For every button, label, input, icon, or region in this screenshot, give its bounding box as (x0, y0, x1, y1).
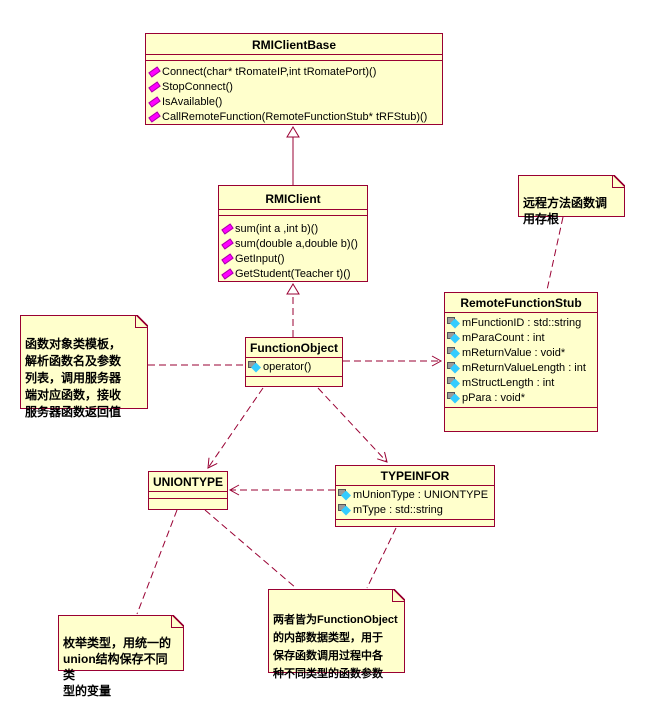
attribute-icon (447, 391, 460, 404)
method-label: sum(double a,double b)() (235, 237, 358, 250)
attributes-compartment (146, 55, 442, 61)
note-text: 枚举类型，用统一的 union结构保存不同类 型的变量 (63, 636, 172, 698)
method-row: GetInput() (221, 251, 366, 266)
attribute-label: mParaCount : int (462, 331, 545, 344)
method-row: CallRemoteFunction(RemoteFunctionStub* t… (148, 109, 441, 124)
operation-icon (221, 223, 233, 234)
class-functionobject[interactable]: FunctionObject operator() (245, 337, 343, 387)
attribute-icon (248, 360, 261, 373)
attribute-icon (447, 331, 460, 344)
operation-icon (221, 253, 233, 264)
attribute-icon (338, 503, 351, 516)
anchor-uniontype-to-datatypes-note (204, 509, 297, 589)
operations-compartment-empty (336, 519, 494, 526)
method-label: Connect(char* tRomateIP,int tRomatePort)… (162, 65, 377, 78)
method-row: operator() (248, 359, 341, 374)
note-fold-corner (392, 589, 405, 602)
class-title: TYPEINFOR (336, 466, 494, 486)
note-text: 远程方法函数调 用存根 (523, 196, 608, 226)
class-rmiclient[interactable]: RMIClient sum(int a ,int b)() sum(double… (218, 185, 368, 282)
attribute-label: mReturnValueLength : int (462, 361, 586, 374)
attribute-label: mFunctionID : std::string (462, 316, 582, 329)
operations-compartment-empty (149, 499, 227, 509)
dependency-functionobject-to-uniontype (207, 387, 264, 469)
class-typeinfor[interactable]: TYPEINFOR mUnionType : UNIONTYPE mType :… (335, 465, 495, 527)
attribute-icon (447, 316, 460, 329)
class-title: FunctionObject (246, 338, 342, 358)
attribute-row: mUnionType : UNIONTYPE (338, 487, 493, 502)
method-label: GetInput() (235, 252, 285, 265)
note-fold-corner (135, 315, 148, 328)
operations-compartment: operator() (246, 358, 342, 374)
attribute-label: mUnionType : UNIONTYPE (353, 488, 489, 501)
class-uniontype[interactable]: UNIONTYPE (148, 471, 228, 510)
note-function-object[interactable]: 函数对象类模板， 解析函数名及参数 列表，调用服务器 端对应函数，接收 服务器函… (20, 315, 148, 419)
attribute-icon (338, 488, 351, 501)
class-title: RemoteFunctionStub (445, 293, 597, 313)
method-row: sum(double a,double b)() (221, 236, 366, 251)
class-rmiclientbase[interactable]: RMIClientBase Connect(char* tRomateIP,in… (145, 33, 443, 125)
attributes-compartment (219, 210, 367, 216)
attribute-label: mReturnValue : void* (462, 346, 566, 359)
attribute-row: mStructLength : int (447, 375, 596, 390)
method-row: Connect(char* tRomateIP,int tRomatePort)… (148, 64, 441, 79)
dependency-functionobject-to-typeinfor (317, 387, 388, 463)
operation-icon (148, 66, 160, 77)
attribute-row: mType : std::string (338, 502, 493, 517)
note-fold-corner (171, 615, 184, 628)
class-remotefunctionstub[interactable]: RemoteFunctionStub mFunctionID : std::st… (444, 292, 598, 432)
method-row: sum(int a ,int b)() (221, 221, 366, 236)
anchor-note-to-remotefunctionstub (546, 216, 564, 291)
operation-icon (221, 238, 233, 249)
class-title: RMIClient (219, 186, 367, 210)
operations-compartment: sum(int a ,int b)() sum(double a,double … (219, 216, 367, 281)
method-label: sum(int a ,int b)() (235, 222, 319, 235)
note-data-types[interactable]: 两者皆为FunctionObject 的内部数据类型，用于 保存函数调用过程中各… (268, 589, 405, 680)
operation-icon (148, 111, 160, 122)
class-title: RMIClientBase (146, 34, 442, 55)
method-label: IsAvailable() (162, 95, 223, 108)
note-remote-stub[interactable]: 远程方法函数调 用存根 (518, 175, 625, 226)
attributes-compartment (149, 492, 227, 499)
attribute-icon (447, 376, 460, 389)
attribute-row: mParaCount : int (447, 330, 596, 345)
attribute-row: mReturnValue : void* (447, 345, 596, 360)
attributes-compartment: mUnionType : UNIONTYPE mType : std::stri… (336, 486, 494, 517)
method-label: CallRemoteFunction(RemoteFunctionStub* t… (162, 110, 428, 123)
anchor-typeinfor-to-datatypes-note (366, 527, 397, 589)
method-label: GetStudent(Teacher t)() (235, 267, 351, 280)
method-label: StopConnect() (162, 80, 233, 93)
method-row: GetStudent(Teacher t)() (221, 266, 366, 281)
attribute-icon (447, 346, 460, 359)
method-row: StopConnect() (148, 79, 441, 94)
method-label: operator() (263, 360, 312, 373)
note-text: 函数对象类模板， 解析函数名及参数 列表，调用服务器 端对应函数，接收 服务器函… (25, 337, 122, 419)
attribute-row: pPara : void* (447, 390, 596, 405)
attribute-row: mFunctionID : std::string (447, 315, 596, 330)
operations-compartment: Connect(char* tRomateIP,int tRomatePort)… (146, 61, 442, 124)
note-fold-corner (612, 175, 625, 188)
attributes-compartment: mFunctionID : std::string mParaCount : i… (445, 313, 597, 405)
operation-icon (148, 96, 160, 107)
operation-icon (221, 268, 233, 279)
attribute-row: mReturnValueLength : int (447, 360, 596, 375)
attribute-label: pPara : void* (462, 391, 525, 404)
anchor-uniontype-to-enum-note (136, 509, 178, 615)
note-text: 两者皆为FunctionObject 的内部数据类型，用于 保存函数调用过程中各… (273, 614, 398, 680)
attribute-label: mType : std::string (353, 503, 443, 516)
attribute-icon (447, 361, 460, 374)
attribute-label: mStructLength : int (462, 376, 555, 389)
operations-compartment-empty (445, 407, 597, 431)
note-union-type[interactable]: 枚举类型，用统一的 union结构保存不同类 型的变量 (58, 615, 184, 698)
method-row: IsAvailable() (148, 94, 441, 109)
class-title: UNIONTYPE (149, 472, 227, 492)
empty-compartment (246, 376, 342, 386)
operation-icon (148, 81, 160, 92)
